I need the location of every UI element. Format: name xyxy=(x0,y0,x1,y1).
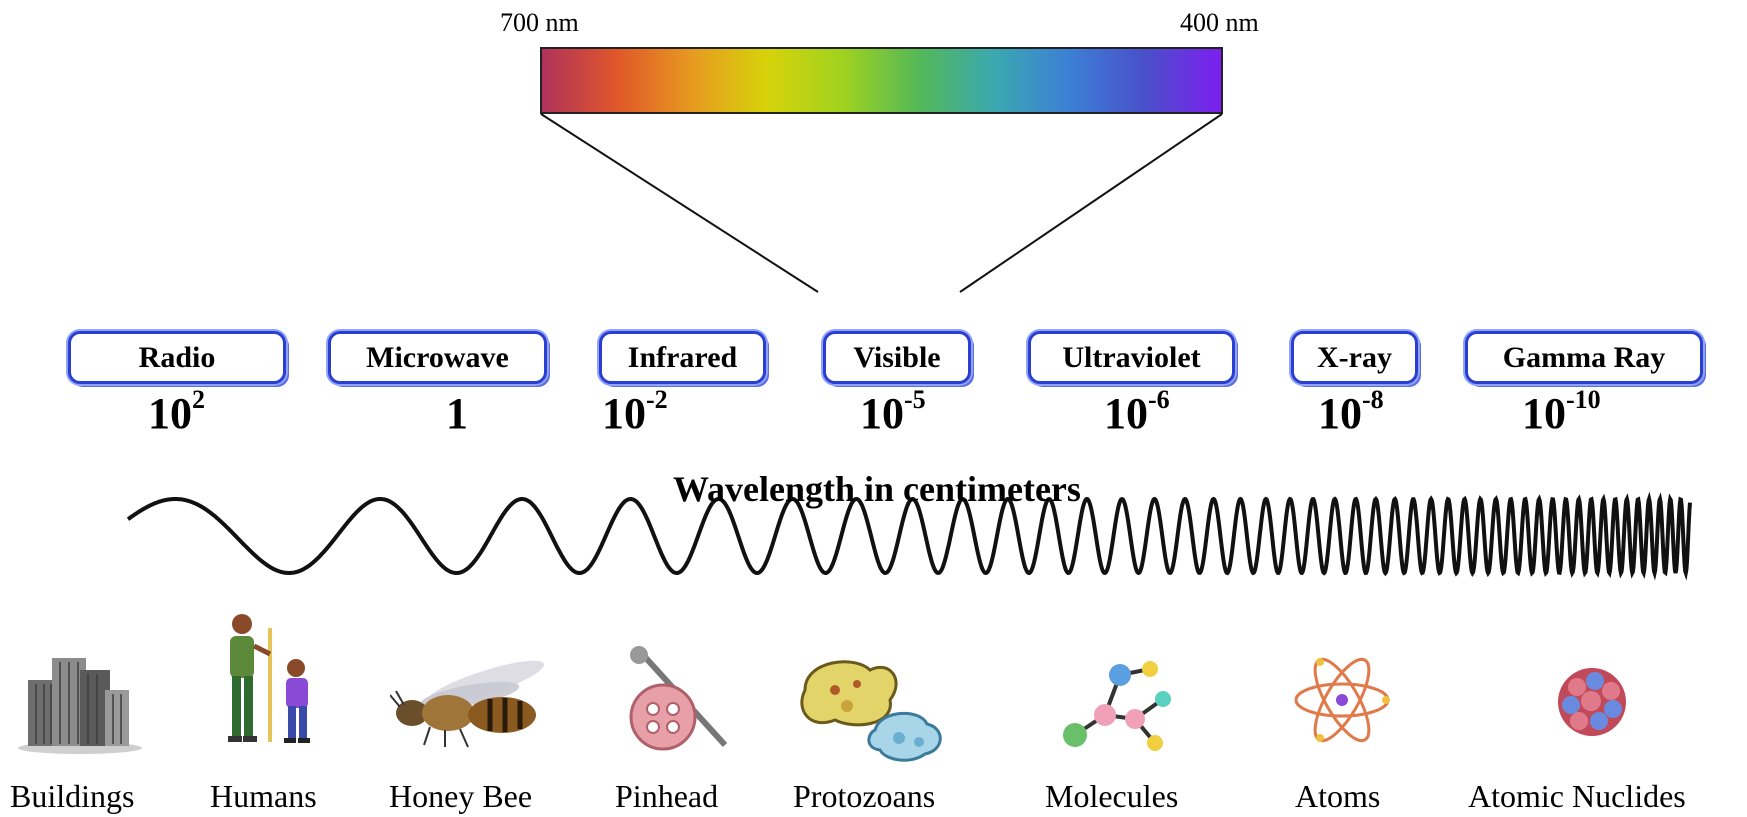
wavelength-microwave: 1 xyxy=(446,389,468,438)
humans-icon xyxy=(228,614,310,743)
band-infrared: Infrared xyxy=(599,331,766,384)
object-label-atoms: Atoms xyxy=(1295,778,1381,814)
wavelength-ultraviolet: 10-6 xyxy=(1104,385,1170,438)
wavelength-wave xyxy=(126,491,1692,581)
band-ultraviolet: Ultraviolet xyxy=(1028,331,1235,384)
wavelength-visible: 10-5 xyxy=(860,385,926,438)
wavelength-gamma-ray: 10-10 xyxy=(1522,385,1601,438)
object-label-atomic-nuclides: Atomic Nuclides xyxy=(1468,778,1686,814)
band-radio: Radio xyxy=(68,331,286,384)
object-label-humans: Humans xyxy=(210,778,317,814)
band-visible: Visible xyxy=(823,331,971,384)
nucleus-icon xyxy=(1558,668,1626,736)
object-label-protozoans: Protozoans xyxy=(793,778,936,814)
spectrum-right-label: 400 nm xyxy=(1180,8,1259,37)
spectrum-connector-left xyxy=(540,113,819,293)
object-label-buildings: Buildings xyxy=(10,778,135,814)
protozoans-icon xyxy=(800,660,942,762)
molecules-icon xyxy=(1063,661,1171,751)
visible-spectrum-bar xyxy=(540,47,1223,114)
pinhead-icon xyxy=(629,646,728,751)
band-xray: X-ray xyxy=(1291,331,1418,384)
buildings-icon xyxy=(18,658,142,754)
spectrum-left-label: 700 nm xyxy=(500,8,579,37)
object-label-pinhead: Pinhead xyxy=(615,778,719,814)
honey-bee-icon xyxy=(390,660,545,748)
spectrum-connector-right xyxy=(959,113,1223,293)
wavelength-xray: 10-8 xyxy=(1318,385,1384,438)
band-microwave: Microwave xyxy=(328,331,547,384)
axis-title: Wavelength in centimeters xyxy=(673,469,1081,509)
wavelength-radio: 102 xyxy=(148,385,205,438)
object-label-honey-bee: Honey Bee xyxy=(389,778,533,814)
object-label-molecules: Molecules xyxy=(1045,778,1179,814)
atom-icon xyxy=(1294,657,1390,743)
wavelength-infrared: 10-2 xyxy=(602,385,668,438)
band-gamma-ray: Gamma Ray xyxy=(1465,331,1703,384)
